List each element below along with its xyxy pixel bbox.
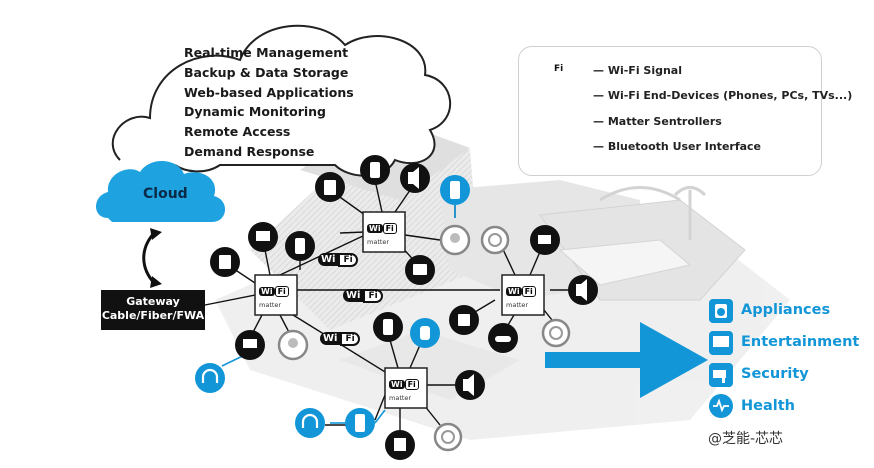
headphones-bottom: [295, 408, 325, 438]
category-appliances: Appliances: [741, 302, 831, 318]
wifi-fi: Fi: [363, 289, 383, 303]
service-item: Demand Response: [184, 143, 315, 159]
sentroller-glyphs: [288, 233, 563, 444]
wifi-wi: Wi: [320, 332, 341, 345]
category-icons: [709, 299, 733, 418]
sentroller-thermo-right: [541, 318, 571, 348]
headphones-left: [195, 363, 225, 393]
sentroller-thermo-top: [480, 225, 510, 255]
legend-end-devices: — Wi-Fi End-Devices (Phones, PCs, TVs...…: [593, 89, 853, 102]
wifi-fi: Fi: [340, 332, 360, 346]
legend-wifi-wi: Wi: [535, 64, 549, 74]
hub-wifi-wi: Wi: [259, 287, 275, 296]
hub-wifi-fi: Fi: [521, 286, 536, 297]
hub-matter-label: matter: [259, 301, 282, 309]
legend-box: — Wi-Fi Signal — Wi-Fi End-Devices (Phon…: [518, 46, 852, 176]
legend-matter: — Matter Sentrollers: [593, 115, 722, 128]
hub-matter-label: matter: [506, 301, 529, 309]
hub-matter-label: matter: [367, 238, 390, 246]
legend-wifi-fi: Fi: [554, 64, 564, 74]
wifi-wi: Wi: [318, 253, 339, 266]
hub-wifi-wi: Wi: [367, 224, 383, 233]
hub-matter-label: matter: [389, 394, 412, 402]
watermark: @芝能-芯芯: [708, 431, 784, 447]
device-glyphs: [219, 162, 587, 451]
service-item: Real-time Management: [184, 45, 349, 60]
service-item: Web-based Applications: [184, 84, 354, 100]
wifi-fi: Fi: [338, 253, 358, 267]
cloud-blue: [96, 160, 226, 222]
gateway-box: Gateway Cable/Fiber/FWA: [101, 290, 205, 330]
sentroller-thermo-bottom: [433, 422, 463, 452]
cloud-gateway-link: [142, 230, 157, 286]
service-item: Backup & Data Storage: [184, 64, 349, 80]
service-item: Dynamic Monitoring: [184, 104, 326, 120]
bluetooth-lines: [221, 205, 456, 424]
hub-wifi-fi: Fi: [274, 286, 289, 297]
category-entertainment: Entertainment: [741, 334, 860, 350]
hub-wifi-fi: Fi: [404, 379, 419, 390]
cloud-label: Cloud: [143, 186, 188, 202]
cloud-services-list: Real-time Management Backup & Data Stora…: [184, 43, 354, 162]
hub-wifi-wi: Wi: [389, 380, 405, 389]
category-security: Security: [741, 366, 809, 382]
service-item: Remote Access: [184, 124, 291, 140]
wifi-wi: Wi: [343, 289, 364, 302]
hub-wifi-wi: Wi: [506, 287, 522, 296]
end-devices: [210, 155, 598, 460]
category-health: Health: [741, 398, 795, 414]
gateway-title: Gateway: [126, 295, 180, 308]
matter-sentrollers: [277, 224, 571, 452]
headphone-glyphs: [201, 368, 319, 428]
output-arrow: [545, 322, 708, 398]
legend-wifi-signal: — Wi-Fi Signal: [593, 64, 683, 77]
gateway-subtitle: Cable/Fiber/FWA: [101, 309, 205, 322]
hub-wifi-fi: Fi: [382, 223, 397, 234]
legend-bluetooth: — Bluetooth User Interface: [593, 140, 762, 153]
